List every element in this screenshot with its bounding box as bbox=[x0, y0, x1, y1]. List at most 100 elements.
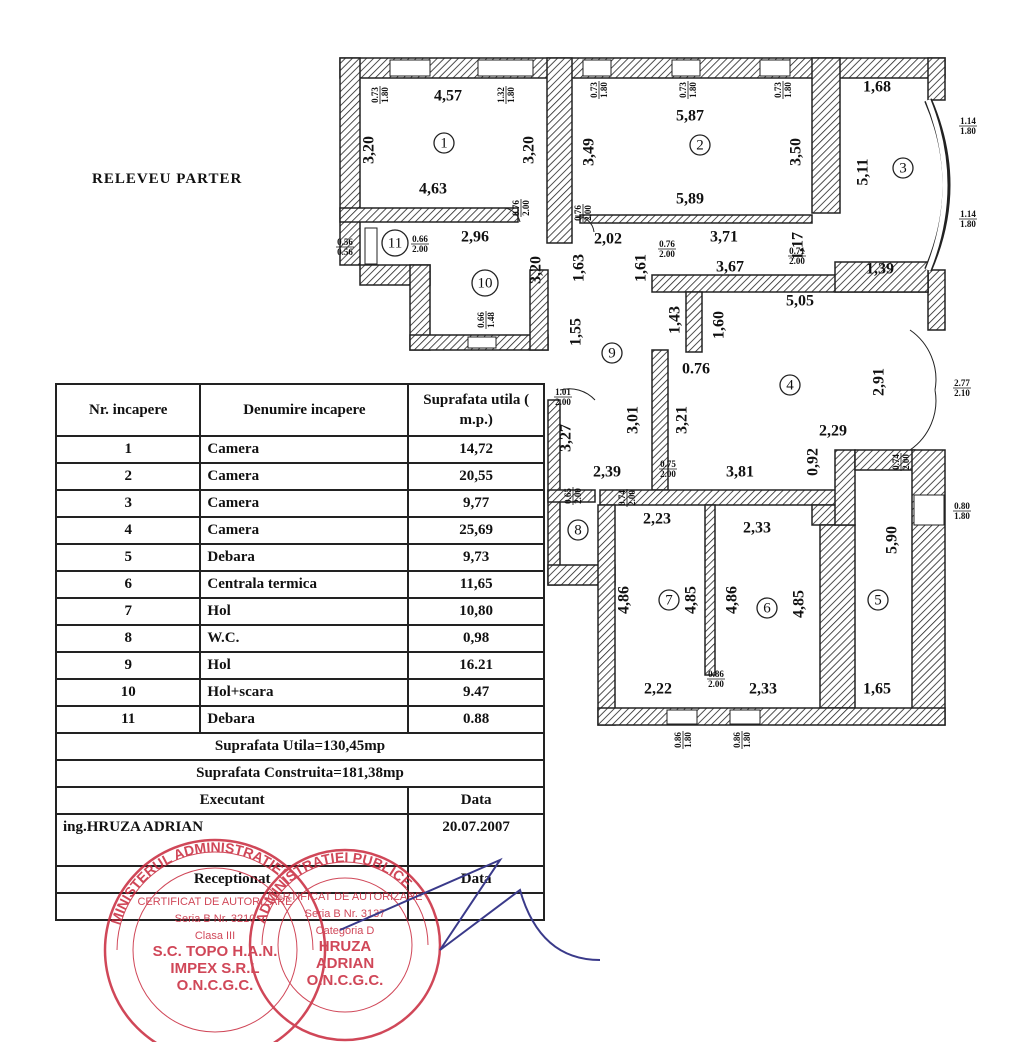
opening-width: 1.14 bbox=[960, 116, 976, 126]
executant-date: 20.07.2007 bbox=[407, 813, 545, 866]
room-nr: 10 bbox=[54, 678, 202, 707]
area-table: Nr. incapere Denumire incapere Suprafata… bbox=[54, 383, 545, 921]
dimension-label: 3,21 bbox=[674, 406, 691, 434]
dimension-label: 4,57 bbox=[434, 88, 462, 105]
opening-height: 1.80 bbox=[599, 82, 609, 98]
dimension-label: 3,20 bbox=[521, 136, 538, 164]
opening-width: 0.65 bbox=[563, 488, 573, 504]
room-area: 16.21 bbox=[407, 651, 545, 680]
opening-height: 2.00 bbox=[660, 469, 676, 479]
dimension-label: 5,05 bbox=[786, 293, 814, 310]
opening-dimension: 0.560.56 bbox=[336, 237, 354, 257]
room-nr: 5 bbox=[54, 543, 202, 572]
room-number-9: 9 bbox=[601, 342, 623, 364]
dimension-label: 2,33 bbox=[749, 681, 777, 698]
room-name: Camera bbox=[199, 516, 410, 545]
room-number-text: 6 bbox=[763, 600, 771, 616]
dimension-label: 1,60 bbox=[711, 311, 728, 339]
dimension-label: 1,55 bbox=[568, 318, 585, 346]
opening-width: 0.86 bbox=[708, 669, 724, 679]
opening-height: 2.00 bbox=[412, 244, 428, 254]
opening-height: 0.56 bbox=[337, 247, 353, 257]
room-nr: 9 bbox=[54, 651, 202, 680]
opening-dimension: 1.141.80 bbox=[959, 209, 977, 229]
dimension-label: 1,63 bbox=[571, 254, 588, 282]
opening-height: 2.00 bbox=[583, 205, 593, 221]
plan-title: RELEVEU PARTER bbox=[92, 171, 243, 187]
room-number-text: 4 bbox=[786, 377, 794, 393]
opening-height: 1.80 bbox=[960, 219, 976, 229]
dimension-label: 5,90 bbox=[884, 526, 901, 554]
dimension-label: 2,91 bbox=[871, 368, 888, 396]
opening-height: 2.00 bbox=[627, 490, 637, 506]
opening-width: 0.73 bbox=[370, 87, 380, 103]
room-name: Centrala termica bbox=[199, 570, 410, 599]
opening-height: 1.80 bbox=[783, 82, 793, 98]
room-name: Camera bbox=[199, 462, 410, 491]
dimension-label: 1,39 bbox=[866, 261, 894, 278]
dimension-label: 1,68 bbox=[863, 79, 891, 96]
dimension-label: 2,02 bbox=[594, 231, 622, 248]
room-number-text: 10 bbox=[478, 275, 493, 291]
opening-height: 2.00 bbox=[901, 454, 911, 470]
opening-width: 1.14 bbox=[960, 209, 976, 219]
room-nr: 2 bbox=[54, 462, 202, 491]
room-area: 9.47 bbox=[407, 678, 545, 707]
opening-width: 0.75 bbox=[660, 459, 676, 469]
room-name: Hol bbox=[199, 597, 410, 626]
dimension-label: 4,86 bbox=[616, 586, 633, 614]
dimension-label: 2,96 bbox=[461, 229, 489, 246]
room-name: Camera bbox=[199, 435, 410, 464]
opening-width: 0.66 bbox=[476, 312, 486, 328]
dimension-label: 3,49 bbox=[581, 138, 598, 166]
opening-dimension: 0.862.00 bbox=[707, 669, 725, 689]
room-area: 9,73 bbox=[407, 543, 545, 572]
executant-label: Executant bbox=[54, 786, 410, 815]
receptionat-empty bbox=[54, 892, 410, 921]
opening-height: 2.00 bbox=[708, 679, 724, 689]
total-construita: Suprafata Construita=181,38mp bbox=[55, 759, 545, 788]
room-number-text: 7 bbox=[665, 592, 673, 608]
room-number-text: 11 bbox=[388, 235, 402, 251]
room-number-8: 8 bbox=[567, 519, 589, 541]
opening-height: 2.00 bbox=[555, 397, 571, 407]
opening-height: 1.80 bbox=[380, 87, 390, 103]
executant-name: ing.HRUZA ADRIAN bbox=[54, 813, 410, 866]
opening-height: 2.00 bbox=[573, 488, 583, 504]
room-number-6: 6 bbox=[756, 597, 778, 619]
receptionat-data-label: Data bbox=[407, 865, 545, 894]
dimension-label: 4,63 bbox=[419, 181, 447, 198]
total-util: Suprafata Utila=130,45mp bbox=[55, 732, 545, 761]
opening-height: 1.80 bbox=[506, 87, 516, 103]
opening-dimension: 0.712.00 bbox=[788, 246, 806, 266]
dimension-label: 2,29 bbox=[819, 423, 847, 440]
dimension-label: 3,20 bbox=[528, 256, 545, 284]
opening-width: 1.32 bbox=[496, 87, 506, 103]
room-number-1: 1 bbox=[433, 132, 455, 154]
opening-width: 0.86 bbox=[673, 732, 683, 748]
opening-height: 2.10 bbox=[954, 388, 970, 398]
header-nr: Nr. incapere bbox=[54, 383, 202, 437]
opening-height: 1.80 bbox=[683, 732, 693, 748]
opening-height: 1.80 bbox=[954, 511, 970, 521]
opening-height: 1.48 bbox=[486, 312, 496, 328]
room-area: 0,98 bbox=[407, 624, 545, 653]
room-area: 11,65 bbox=[407, 570, 545, 599]
room-number-10: 10 bbox=[471, 269, 499, 297]
opening-width: 0.56 bbox=[337, 237, 353, 247]
room-number-text: 8 bbox=[574, 522, 582, 538]
dimension-label: 1,61 bbox=[633, 254, 650, 282]
room-nr: 8 bbox=[54, 624, 202, 653]
dimension-label: 3,50 bbox=[788, 138, 805, 166]
